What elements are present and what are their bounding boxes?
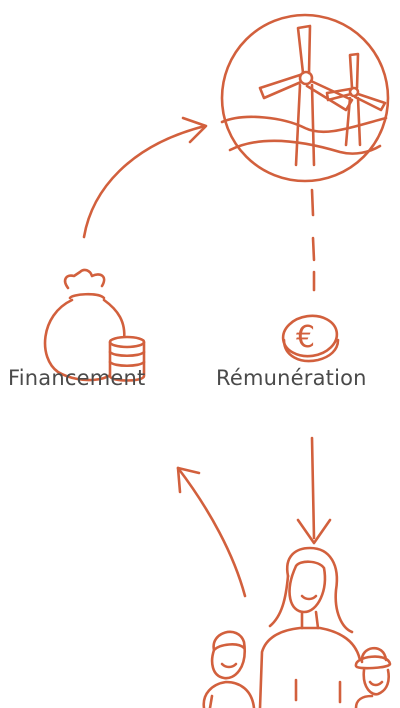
return-arrow [176, 466, 247, 598]
financing-arrow [82, 116, 208, 239]
money-bag-icon [43, 268, 126, 382]
dashed-connector [310, 188, 316, 292]
remuneration-arrow [296, 436, 332, 545]
euro-coin-icon: € [281, 314, 340, 363]
financing-label: Financement [8, 366, 146, 390]
people-group-icon [202, 546, 392, 708]
wind-turbine-landscape-icon [220, 13, 390, 183]
coin-stack-icon [108, 335, 146, 382]
euro-symbol: € [296, 320, 315, 355]
remuneration-label: Rémunération [216, 366, 367, 390]
